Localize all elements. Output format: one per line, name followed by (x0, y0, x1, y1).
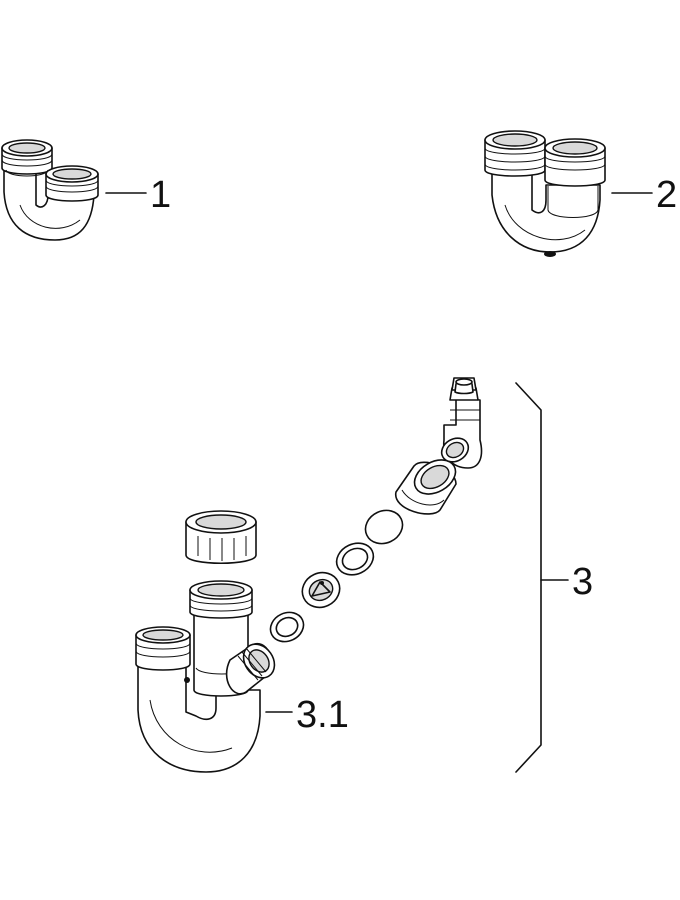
compression-nut (395, 459, 457, 515)
callout-label-3: 3 (572, 561, 593, 603)
siphon-u-bend-body (135, 580, 276, 773)
union-nut (185, 510, 257, 565)
part-3-bracket (515, 382, 542, 773)
callout-label-3-1: 3.1 (296, 694, 349, 736)
large-u-bend-part (484, 130, 606, 257)
hose-connector-elbow (440, 377, 483, 469)
sealing-ring-small (269, 611, 305, 643)
callout-label-1: 1 (150, 174, 171, 216)
sealing-ring-medium (335, 542, 375, 576)
check-valve-insert (301, 571, 341, 609)
flat-washer (364, 509, 404, 545)
callout-label-2: 2 (656, 174, 677, 216)
small-u-bend-part (1, 139, 99, 241)
